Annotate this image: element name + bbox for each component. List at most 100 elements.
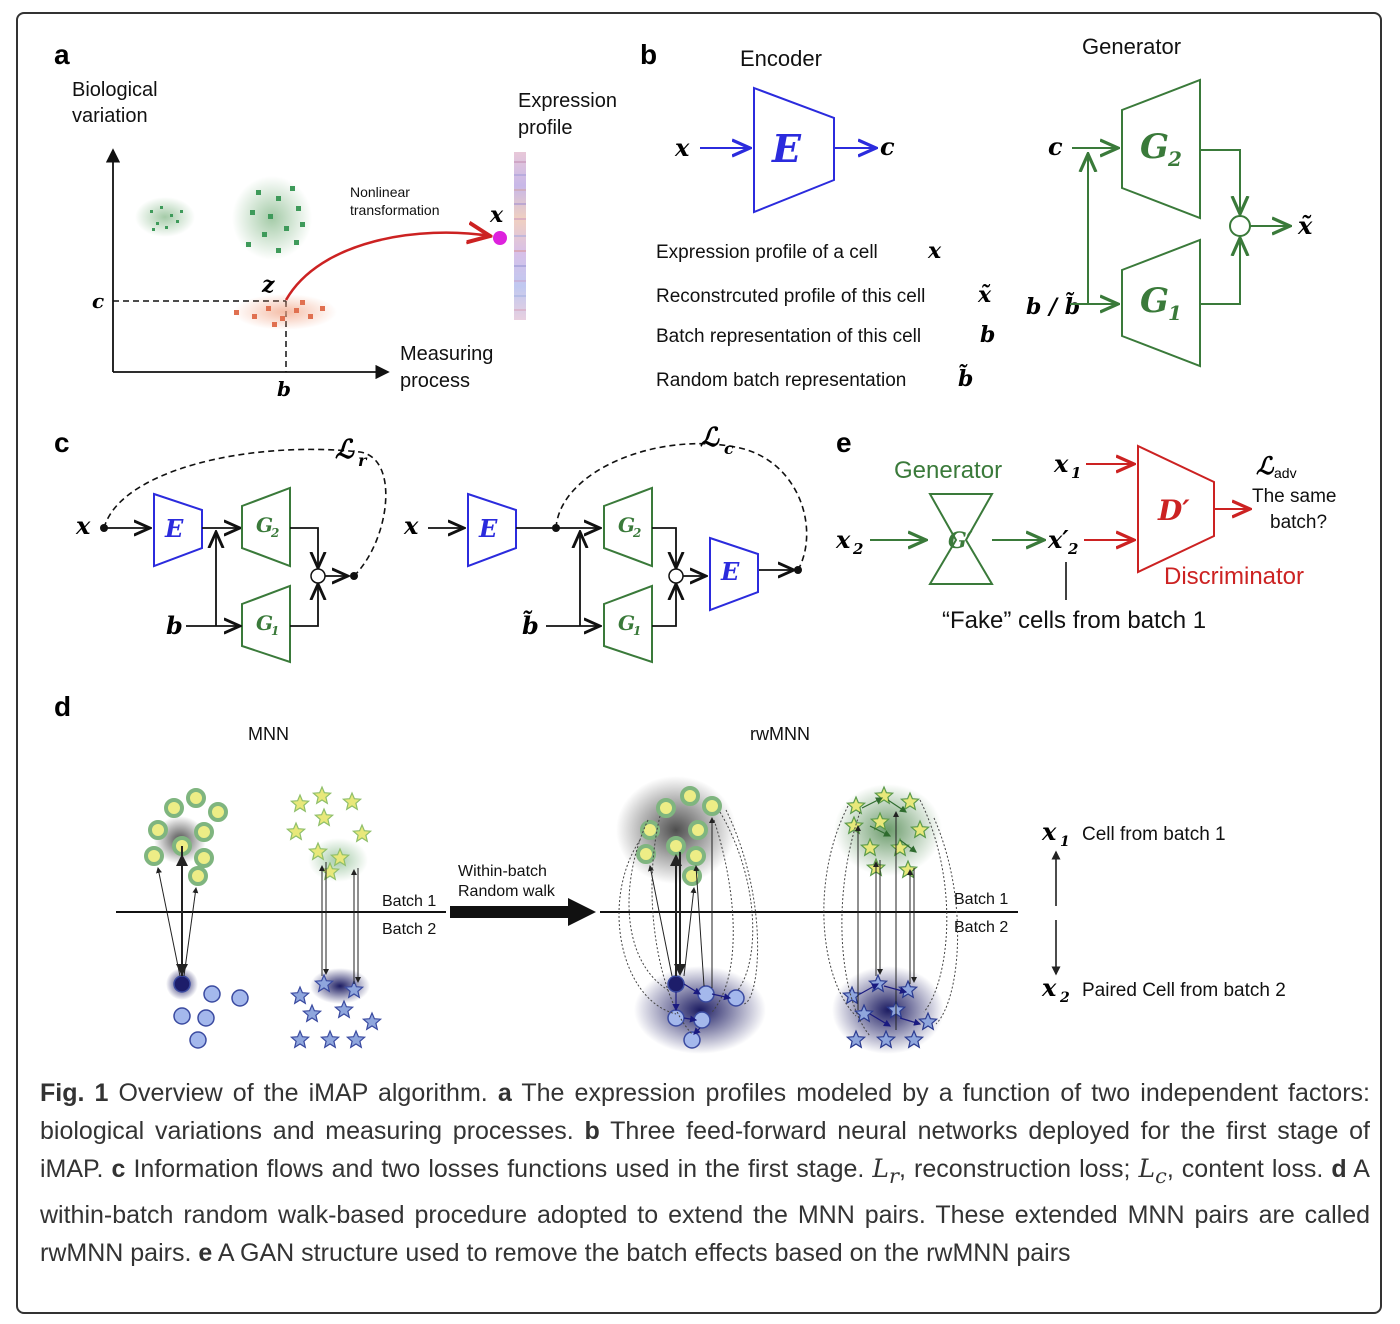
e-generator-shape bbox=[928, 493, 994, 585]
e-question-1: The same bbox=[1252, 486, 1336, 507]
d-batch1-right: Batch 1 bbox=[954, 891, 1008, 908]
e-discriminator-shape bbox=[1137, 444, 1215, 574]
caption-lr-sub: r bbox=[889, 1164, 899, 1188]
a-xlabel-2: process bbox=[400, 370, 470, 392]
d-legend-x2: x bbox=[1041, 973, 1057, 1002]
c-right-g1 bbox=[603, 584, 653, 664]
e-x1-sub: 1 bbox=[1071, 464, 1081, 482]
b-sum-node bbox=[1229, 215, 1251, 237]
d-batch2-right: Batch 2 bbox=[954, 919, 1008, 936]
d-rw-star-links bbox=[855, 811, 917, 1030]
panel-c: c x E G 2 G 1 b ℒ r x E G bbox=[54, 423, 808, 664]
e-loss: ℒ bbox=[1256, 451, 1275, 480]
star-cell bbox=[341, 791, 363, 811]
star-cell bbox=[899, 791, 921, 811]
caption-lr: L bbox=[872, 1154, 890, 1183]
b-g2-symbol: G bbox=[1140, 127, 1169, 167]
c-right-wires bbox=[546, 527, 794, 626]
caption-lc-sub: c bbox=[1155, 1164, 1167, 1188]
c-left-g2 bbox=[241, 486, 291, 568]
e-x2p-sub: 2 bbox=[1067, 540, 1078, 558]
star-cell bbox=[313, 973, 335, 993]
b-encoder-symbol: E bbox=[771, 126, 802, 171]
caption-b: b bbox=[584, 1117, 600, 1145]
star-cell bbox=[903, 1029, 925, 1049]
panel-d: d MNN rwMNN Batch 1 Batch 2 Batch 1 Batc… bbox=[54, 691, 1286, 1054]
a-cluster-large-points bbox=[246, 186, 305, 253]
c-right-g1-sub: 1 bbox=[633, 624, 641, 638]
d-mnn-stars-batch2 bbox=[289, 973, 383, 1049]
c-left-sum bbox=[310, 568, 326, 584]
b-legend-1: Expression profile of a cell bbox=[656, 242, 878, 263]
caption-t4: Information flows and two losses functio… bbox=[125, 1155, 873, 1183]
a-expr-2: profile bbox=[518, 117, 572, 139]
b-in-x: x bbox=[674, 133, 690, 162]
star-cell bbox=[319, 1029, 341, 1049]
c-right-g2-sym: G bbox=[618, 513, 635, 537]
c-left-g1-sym: G bbox=[256, 611, 273, 635]
panel-e: e Generator x 2 G′ x′ 2 x 1 D′ ℒ adv The… bbox=[835, 427, 1336, 634]
d-mnn-circles-batch2 bbox=[173, 975, 249, 1049]
d-legend-x2-sub: 2 bbox=[1059, 990, 1070, 1006]
star-cell bbox=[343, 979, 365, 999]
a-transform-1: Nonlinear bbox=[350, 184, 410, 200]
c-left-g1-sub: 1 bbox=[271, 624, 279, 638]
c-right-loss-curve bbox=[555, 442, 808, 571]
d-rwmnn-title: rwMNN bbox=[750, 724, 810, 744]
c-left-b: b bbox=[166, 611, 183, 640]
c-right-sum bbox=[668, 568, 684, 584]
d-legend-x2-text: Paired Cell from batch 2 bbox=[1082, 980, 1286, 1001]
b-g1-symbol: G bbox=[1140, 281, 1169, 321]
c-left-encoder bbox=[153, 492, 203, 568]
d-legend-x1-sub: 1 bbox=[1060, 834, 1070, 850]
d-mnn-star-links bbox=[319, 862, 361, 984]
panel-b: b Encoder Generator x E c Expression pro… bbox=[640, 34, 1313, 392]
star-cell bbox=[289, 793, 311, 813]
c-right-encoder-2 bbox=[709, 536, 759, 612]
caption-t6: , content loss. bbox=[1166, 1155, 1332, 1183]
d-mnn-stars-batch1 bbox=[285, 785, 373, 881]
caption-lc: L bbox=[1138, 1154, 1156, 1183]
a-xlabel-1: Measuring bbox=[400, 343, 493, 365]
d-rw-star-walks-b2 bbox=[859, 983, 922, 1027]
star-cell bbox=[845, 795, 867, 815]
b-g2-sub: 2 bbox=[1167, 147, 1182, 171]
e-x1: x bbox=[1053, 449, 1069, 478]
a-z-label: z bbox=[261, 272, 275, 298]
d-rw-circle-walks bbox=[672, 983, 732, 1035]
figure-caption: Fig. 1 Overview of the iMAP algorithm. a… bbox=[40, 1074, 1370, 1272]
c-left-g2-sub: 2 bbox=[270, 526, 279, 540]
d-rw-circle-dotted bbox=[618, 809, 759, 1035]
d-legend-x1: x bbox=[1041, 817, 1057, 846]
c-right-b: b̃ bbox=[522, 610, 539, 640]
e-generator-label: Generator bbox=[894, 457, 1002, 484]
d-legend-x1-text: Cell from batch 1 bbox=[1082, 824, 1226, 845]
d-rw-circle-links bbox=[648, 817, 715, 988]
caption-a: a bbox=[497, 1079, 512, 1107]
b-out-c: c bbox=[880, 132, 895, 161]
caption-t2: The expression profiles modeled by a fun… bbox=[40, 1079, 1370, 1145]
caption-c: c bbox=[111, 1155, 126, 1183]
e-x2: x bbox=[835, 525, 851, 554]
panel-d-letter: d bbox=[54, 691, 71, 722]
caption-t8: A GAN structure used to remove the batch… bbox=[212, 1239, 1071, 1267]
star-cell bbox=[845, 1029, 867, 1049]
c-right-E2: E bbox=[720, 557, 740, 586]
star-cell bbox=[329, 847, 351, 867]
a-c-label: c bbox=[92, 289, 104, 313]
b-gen-wires bbox=[1070, 148, 1290, 304]
e-fake-note: “Fake” cells from batch 1 bbox=[942, 607, 1206, 634]
star-cell bbox=[909, 819, 931, 839]
a-transform-2: transformation bbox=[350, 202, 439, 218]
b-legend-2-sym: x̃ bbox=[977, 282, 992, 308]
b-legend-3: Batch representation of this cell bbox=[656, 326, 921, 347]
caption-e: e bbox=[198, 1239, 213, 1267]
caption-t3: Three feed-forward neural networks deplo… bbox=[40, 1117, 1370, 1183]
star-cell bbox=[289, 1029, 311, 1049]
c-right-x: x bbox=[403, 511, 419, 540]
b-gen-b: b / b̃ bbox=[1026, 293, 1080, 320]
a-x-label: x bbox=[489, 202, 504, 228]
d-batch2-left: Batch 2 bbox=[382, 921, 436, 938]
a-x-point bbox=[493, 231, 507, 245]
